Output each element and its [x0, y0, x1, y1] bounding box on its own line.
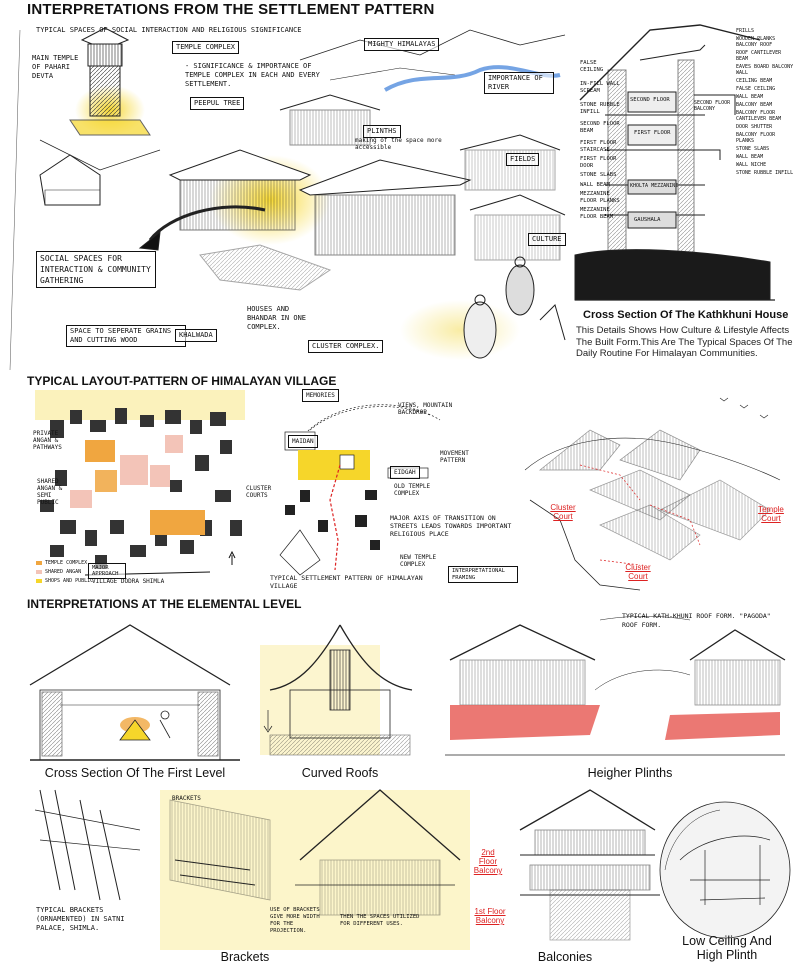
note-utilized: THEN THE SPACES UTILIZED FOR DIFFERENT U… — [340, 914, 420, 927]
note-temple-complex: TEMPLE COMPLEX — [172, 41, 240, 54]
section-label: DOOR SHUTTER — [736, 124, 773, 130]
note-houses-bhandar: HOUSES AND BHANDAR IN ONE COMPLEX. — [247, 305, 307, 331]
floor-label: GAUSHALA — [634, 217, 661, 223]
section-label: BALCONY BEAM — [736, 102, 773, 108]
label-temple-court: Temple Court — [758, 505, 784, 523]
section-title: Cross Section Of The Kathkhuni House — [583, 309, 789, 321]
note-brackets: TYPICAL BRACKETS (ORNAMENTED) IN SATNI P… — [36, 906, 125, 932]
heading-layout-pattern: TYPICAL LAYOUT-PATTERN OF HIMALAYAN VILL… — [27, 374, 337, 388]
caption-low-ceiling: Low Ceiling And High Plinth — [682, 934, 772, 962]
floor-label: FIRST FLOOR — [634, 130, 671, 136]
section-label: WALL BEAM — [736, 154, 764, 160]
floor-label: SECOND FLOOR — [630, 97, 670, 103]
section-label: WALL BEAM — [736, 94, 764, 100]
label-cluster-court: Cluster Court — [625, 563, 651, 581]
section-label: BALCONY FLOOR CANTILEVER BEAM — [736, 110, 782, 122]
note-use-of-brackets: USE OF BRACKETS GIVE MORE WIDTH FOR THE … — [270, 907, 320, 934]
note-cluster-complex: CLUSTER COMPLEX. — [308, 340, 384, 353]
section-label: CEILING BEAM — [736, 78, 773, 84]
note-space-grains: SPACE TO SEPERATE GRAINS AND CUTTING WOO… — [66, 325, 186, 347]
note-main-temple: MAIN TEMPLE OF PAHARI DEVTA — [32, 54, 79, 80]
caption-higher-plinths: Heigher Plinths — [587, 766, 673, 780]
note-major-approach: MAJOR APPROACH — [88, 563, 126, 579]
note-new-temple: NEW TEMPLE COMPLEX — [400, 554, 437, 568]
label-brackets: BRACKETS — [172, 795, 201, 802]
cluster-aerial-sketch — [524, 397, 781, 591]
note-typical-pattern: TYPICAL SETTLEMENT PATTERN OF HIMALAYAN … — [270, 574, 423, 590]
section-right-labels: FRILLS WOODEN PLANKS BALCONY ROOF ROOF C… — [736, 28, 794, 176]
note-cluster-courts: CLUSTER COURTS — [246, 485, 272, 499]
floor-label: KHOLTA MEZZANINE — [630, 183, 679, 189]
balconies-sketch — [519, 789, 660, 941]
legend-item: SHOPS AND PUBLIC — [45, 578, 94, 584]
label-cluster-court: Cluster Court — [550, 503, 576, 521]
note-significance: - SIGNIFICANCE & IMPORTANCE OF TEMPLE CO… — [185, 62, 320, 88]
second-floor-balcony-label: SECOND FLOOR BALCONY — [694, 100, 731, 112]
note-peepul-tree: PEEPUL TREE — [190, 97, 245, 110]
legend-item: SHARED ANGAN — [45, 569, 82, 575]
note-plinths-detail: making of the space more accessible — [355, 137, 442, 151]
note-views: VIEWS, MOUNTAIN BACKDROP — [398, 402, 453, 416]
heading-settlement-pattern: INTERPRETATIONS FROM THE SETTLEMENT PATT… — [27, 1, 435, 18]
section-label: WALL NICHE — [736, 162, 767, 168]
note-culture: CULTURE — [528, 233, 566, 246]
section-label: FALSE CEILING — [580, 60, 604, 73]
section-label: EAVES BOARD BALCONY WALL — [736, 64, 794, 76]
note-interpretational: INTERPRETATIONAL FRAMING — [448, 566, 518, 583]
section-label: STONE RUBBLE INFILL — [736, 170, 794, 176]
section-label: ROOF CANTILEVER BEAM — [736, 50, 782, 62]
section-label: IN-FILL WALL SCREAM — [580, 81, 620, 94]
brackets-sketch — [34, 789, 470, 950]
heading-elemental-level: INTERPRETATIONS AT THE ELEMENTAL LEVEL — [27, 597, 302, 611]
section-label: STONE RUBBLE INFILL — [580, 102, 620, 115]
section-label: MEZZANINE FLOOR BEAM — [580, 207, 614, 220]
note-river: IMPORTANCE OF RIVER — [484, 72, 554, 94]
legend-item: TEMPLE COMPLEX — [45, 560, 88, 566]
caption-first-level: Cross Section Of The First Level — [44, 766, 226, 780]
curved-roof-sketch — [260, 624, 413, 756]
section-label: STONE SLABS — [580, 172, 617, 178]
note-fields: FIELDS — [506, 153, 540, 166]
first-level-section — [29, 624, 240, 761]
note-social-spaces-top: TYPICAL SPACES OF SOCIAL INTERACTION AND… — [36, 26, 302, 34]
section-label: FIRST FLOOR DOOR — [580, 156, 617, 169]
section-label: FRILLS — [736, 28, 755, 34]
section-label: SECOND FLOOR BEAM — [580, 121, 620, 134]
section-label: FALSE CEILING — [736, 86, 776, 92]
note-social-spaces: SOCIAL SPACES FOR INTERACTION & COMMUNIT… — [36, 251, 156, 288]
section-label: FIRST FLOOR STAIRCASE — [580, 140, 617, 153]
note-memories: MEMORIES — [302, 389, 339, 402]
note-major-axis: MAJOR AXIS OF TRANSITION ON STREETS LEAD… — [390, 514, 512, 538]
section-label: MEZZANINE FLOOR PLANKS — [580, 191, 620, 204]
note-mighty-himalayas: MIGHTY HIMALAYAS — [364, 38, 440, 51]
note-maidan: MAIDAN — [288, 435, 318, 448]
note-old-temple: OLD TEMPLE COMPLEX — [394, 483, 431, 497]
section-description: This Details Shows How Culture & Lifesty… — [576, 325, 793, 359]
low-ceiling-sketch — [659, 801, 791, 939]
village-layout-plan — [35, 390, 245, 583]
note-roof-form: TYPICAL KATH-KHUNI ROOF FORM. "PAGODA" R… — [622, 612, 771, 629]
label-2nd-floor-balcony: 2nd Floor Balcony — [473, 848, 503, 875]
note-khalwada: KHALWADA — [175, 329, 217, 342]
section-label: WOODEN PLANKS BALCONY ROOF — [736, 36, 776, 48]
settlement-sketch — [9, 27, 566, 371]
section-left-labels: FALSE CEILING IN-FILL WALL SCREAM STONE … — [580, 60, 620, 220]
note-movement: MOVEMENT PATTERN — [440, 450, 469, 464]
caption-brackets: Brackets — [220, 950, 270, 964]
section-label: BALCONY FLOOR PLANKS — [736, 132, 776, 144]
note-plinths: PLINTHS — [363, 125, 401, 138]
note-village-road: VILLAGE DODRA SHIMLA — [92, 578, 165, 585]
label-1st-floor-balcony: 1st Floor Balcony — [474, 907, 506, 925]
note-eidgah: EIDGAH — [390, 466, 420, 479]
note-shared-angan: SHARED ANGAN & SEMI PUBLIC — [37, 478, 63, 506]
caption-balconies: Balconies — [537, 950, 593, 964]
caption-curved-roofs: Curved Roofs — [301, 766, 379, 780]
higher-plinths-sketch — [445, 616, 786, 756]
kathkhuni-section — [574, 24, 775, 301]
section-label: STONE SLABS — [736, 146, 770, 152]
section-label: WALL BEAM — [580, 181, 610, 188]
note-private-angan: PRIVATE ANGAN & PATHWAYS — [33, 430, 62, 451]
